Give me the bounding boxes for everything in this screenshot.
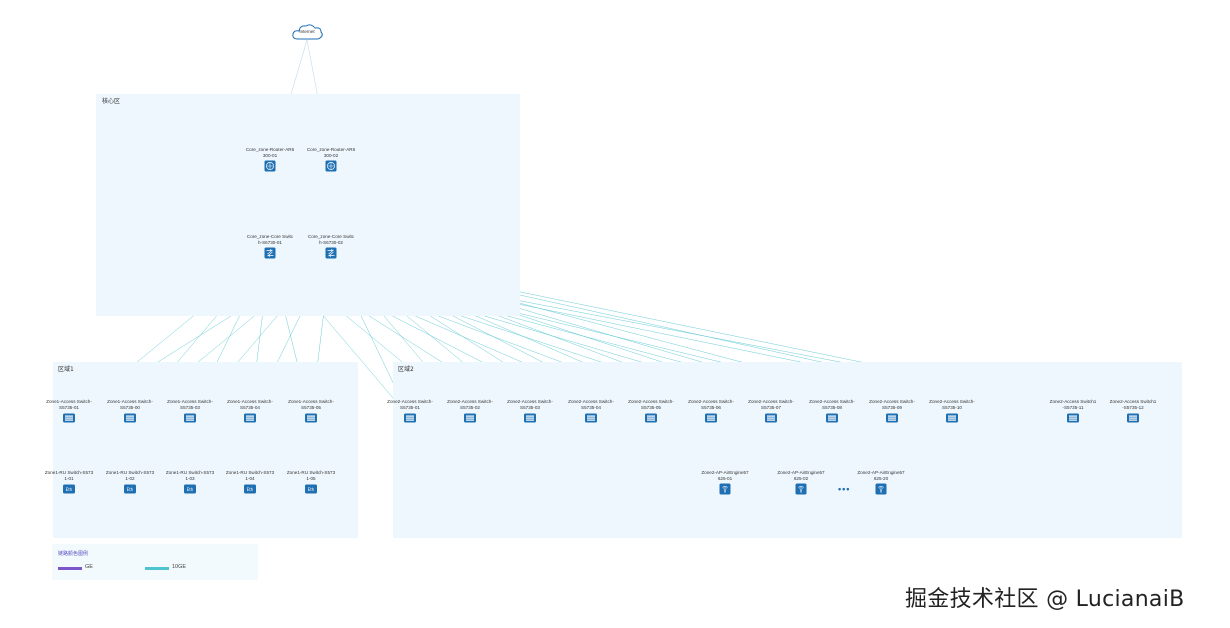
- zone1-label: 区域1: [58, 366, 74, 373]
- core-switch-1-icon[interactable]: [264, 247, 276, 259]
- zone2-access-switch-10-label: Zone2-Access Switch-S5735-10: [929, 399, 975, 410]
- zone2-access-switch-10-icon[interactable]: [946, 413, 958, 423]
- zone1-area: [53, 362, 358, 538]
- zone2-access-switch-6-icon[interactable]: [705, 413, 717, 423]
- zone2-access-switch-12-label: Zone2-Access Switch1-S5735-12: [1109, 399, 1157, 410]
- zone1-access-switch-2-label: Zone1-Access Switch-S5735-00: [107, 399, 153, 410]
- legend-ge-label: GE: [85, 564, 93, 570]
- zone2-access-switch-11-label: Zone2-Access Switch1-S5735-11: [1049, 399, 1097, 410]
- zone2-ap-1-icon[interactable]: [719, 483, 731, 495]
- legend-title: 链路颜色图例: [58, 551, 89, 557]
- zone1-ru-switch-1-icon[interactable]: Eth: [63, 484, 75, 494]
- zone1-ru-switch-4-icon[interactable]: Eth: [244, 484, 256, 494]
- zone2-access-switch-1-icon[interactable]: [404, 413, 416, 423]
- zone2-ap-3-icon[interactable]: [875, 483, 887, 495]
- zone1-access-switch-2-icon[interactable]: [124, 413, 136, 423]
- zone1-access-switch-3-icon[interactable]: [184, 413, 196, 423]
- zone1-access-switch-1-icon[interactable]: [63, 413, 75, 423]
- zone1-ru-switch-2-icon[interactable]: Eth: [124, 484, 136, 494]
- zone1-ru-switch-3-icon[interactable]: Eth: [184, 484, 196, 494]
- zone2-access-switch-9-label: Zone2-Access Switch-S5735-09: [869, 399, 915, 410]
- svg-text:Eth: Eth: [187, 487, 194, 492]
- zone2-access-switch-4-icon[interactable]: [585, 413, 597, 423]
- core-zone: [96, 94, 520, 316]
- zone2-access-switch-11-icon[interactable]: [1067, 413, 1079, 423]
- zone2-access-switch-1-label: Zone2-Access Switch-S5735-01: [387, 399, 433, 410]
- zone2-access-switch-3-icon[interactable]: [524, 413, 536, 423]
- zone1-access-switch-5-label: Zone1-Access Switch-S5735-05: [288, 399, 334, 410]
- watermark: 掘金技术社区 @ LucianaiB: [905, 587, 1185, 612]
- zone1-access-switch-1-label: Zone1-Access Switch-S5735-01: [46, 399, 92, 410]
- zone2-ap-2-icon[interactable]: [795, 483, 807, 495]
- legend-ge-swatch: [58, 567, 82, 570]
- zone2-area: [393, 362, 1182, 538]
- core-switch-2-icon[interactable]: [325, 247, 337, 259]
- zone2-access-switch-2-label: Zone2-Access Switch-S5735-02: [447, 399, 493, 410]
- zone2-access-switch-3-label: Zone2-Access Switch-S5735-03: [507, 399, 553, 410]
- zone1-ru-switch-5-icon[interactable]: Eth: [305, 484, 317, 494]
- zone2-access-switch-4-label: Zone2-Access Switch-S5735-04: [568, 399, 614, 410]
- internet-cloud-icon: [292, 24, 323, 40]
- legend-10ge-swatch: [145, 567, 169, 570]
- ap-ellipsis: •••: [838, 484, 851, 494]
- zone1-access-switch-3-label: Zone1-Access Switch-S5735-03: [167, 399, 213, 410]
- core-router-2-icon[interactable]: [325, 160, 337, 172]
- core-zone-label: 核心区: [102, 98, 121, 105]
- internet-label: Internet: [299, 29, 315, 34]
- zone1-access-switch-4-label: Zone1-Access Switch-S5735-04: [227, 399, 273, 410]
- svg-text:Eth: Eth: [66, 487, 73, 492]
- zone2-access-switch-6-label: Zone2-Access Switch-S5735-06: [688, 399, 734, 410]
- legend-10ge-label: 10GE: [172, 564, 187, 570]
- zone2-label: 区域2: [398, 366, 414, 373]
- zone2-access-switch-8-icon[interactable]: [826, 413, 838, 423]
- svg-text:Eth: Eth: [127, 487, 134, 492]
- zone2-access-switch-8-label: Zone2-Access Switch-S5735-08: [809, 399, 855, 410]
- zone2-access-switch-9-icon[interactable]: [886, 413, 898, 423]
- zone2-access-switch-5-label: Zone2-Access Switch-S5735-05: [628, 399, 674, 410]
- svg-text:Eth: Eth: [247, 487, 254, 492]
- zone2-access-switch-2-icon[interactable]: [464, 413, 476, 423]
- zone2-access-switch-5-icon[interactable]: [645, 413, 657, 423]
- legend: 链路颜色图例 GE 10GE: [52, 544, 258, 580]
- zone2-access-switch-7-label: Zone2-Access Switch-S5735-07: [748, 399, 794, 410]
- core-router-1-icon[interactable]: [264, 160, 276, 172]
- zone1-access-switch-5-icon[interactable]: [305, 413, 317, 423]
- zone2-access-switch-7-icon[interactable]: [765, 413, 777, 423]
- zone1-access-switch-4-icon[interactable]: [244, 413, 256, 423]
- zone2-access-switch-12-icon[interactable]: [1127, 413, 1139, 423]
- svg-text:Eth: Eth: [308, 487, 315, 492]
